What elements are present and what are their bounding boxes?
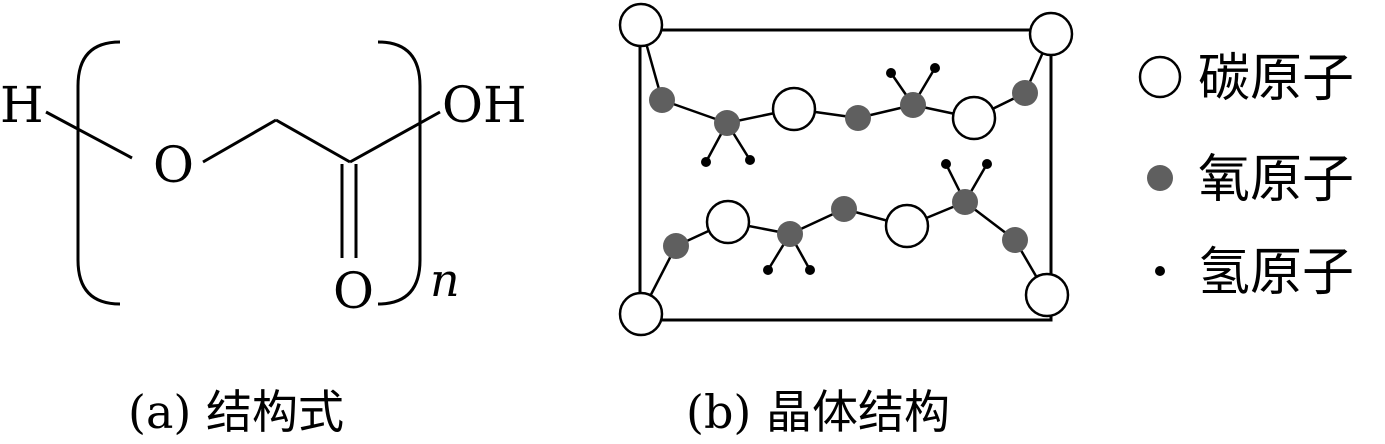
legend-carbon-marker [1138, 55, 1182, 99]
carbon-atom [1028, 11, 1074, 57]
oxygen-atoms [649, 80, 1038, 259]
bond-c-oh [349, 110, 441, 164]
hydrogen-atom [805, 265, 815, 275]
atom-oh: OH [442, 76, 527, 134]
oxygen-atom [777, 221, 803, 247]
oxygen-atom [845, 105, 871, 131]
atom-o-carbonyl: O [333, 262, 374, 320]
hydrogen-atom [886, 68, 896, 78]
oxygen-atom [714, 110, 740, 136]
carbon-atom [771, 86, 817, 132]
hydrogen-atom [941, 159, 951, 169]
carbon-atom [1024, 272, 1070, 318]
hydrogen-atom [930, 63, 940, 73]
repeat-subscript-n: n [430, 253, 460, 307]
bond-ch2-c [275, 118, 351, 164]
lower-chain-bonds [639, 163, 1049, 315]
right-bracket [377, 40, 422, 306]
hydrogen-atom [745, 155, 755, 165]
atom-o-ether: O [153, 136, 194, 194]
atom-h: H [0, 76, 44, 134]
bond-h-o [45, 110, 133, 160]
carbon-atom [884, 203, 930, 249]
left-bracket [76, 40, 121, 306]
legend: 碳原子 氧原子 氢原子 [1138, 49, 1354, 303]
carbon-atom [705, 199, 751, 245]
oxygen-atom [952, 189, 978, 215]
structural-formula: H O O OH n [0, 40, 527, 320]
carbon-atom [618, 2, 664, 48]
legend-oxygen-marker [1147, 165, 1173, 191]
carbon-atom [951, 95, 997, 141]
hydrogen-atom [701, 157, 711, 167]
hydrogen-atom [763, 265, 773, 275]
carbon-atom [618, 291, 664, 337]
legend-oxygen-label: 氧原子 [1198, 150, 1354, 210]
carbon-atoms [618, 2, 1074, 337]
crystal-structure [618, 2, 1074, 337]
oxygen-atom [831, 196, 857, 222]
unit-cell-front-face [638, 28, 1053, 322]
hydrogen-atoms [701, 63, 992, 275]
hydrogen-atom [982, 159, 992, 169]
upper-chain-bonds [639, 24, 1053, 163]
oxygen-atom [649, 87, 675, 113]
oxygen-atom [1002, 227, 1028, 253]
legend-carbon-label: 碳原子 [1198, 49, 1354, 109]
legend-hydrogen-label: 氢原子 [1198, 243, 1354, 303]
bond-o-ch2 [202, 118, 277, 164]
oxygen-atom [1012, 80, 1038, 106]
oxygen-atom [900, 92, 926, 118]
legend-hydrogen-marker [1155, 266, 1165, 276]
oxygen-atom [663, 233, 689, 259]
caption-a: (a) 结构式 [128, 385, 344, 439]
caption-b: (b) 晶体结构 [686, 385, 950, 439]
